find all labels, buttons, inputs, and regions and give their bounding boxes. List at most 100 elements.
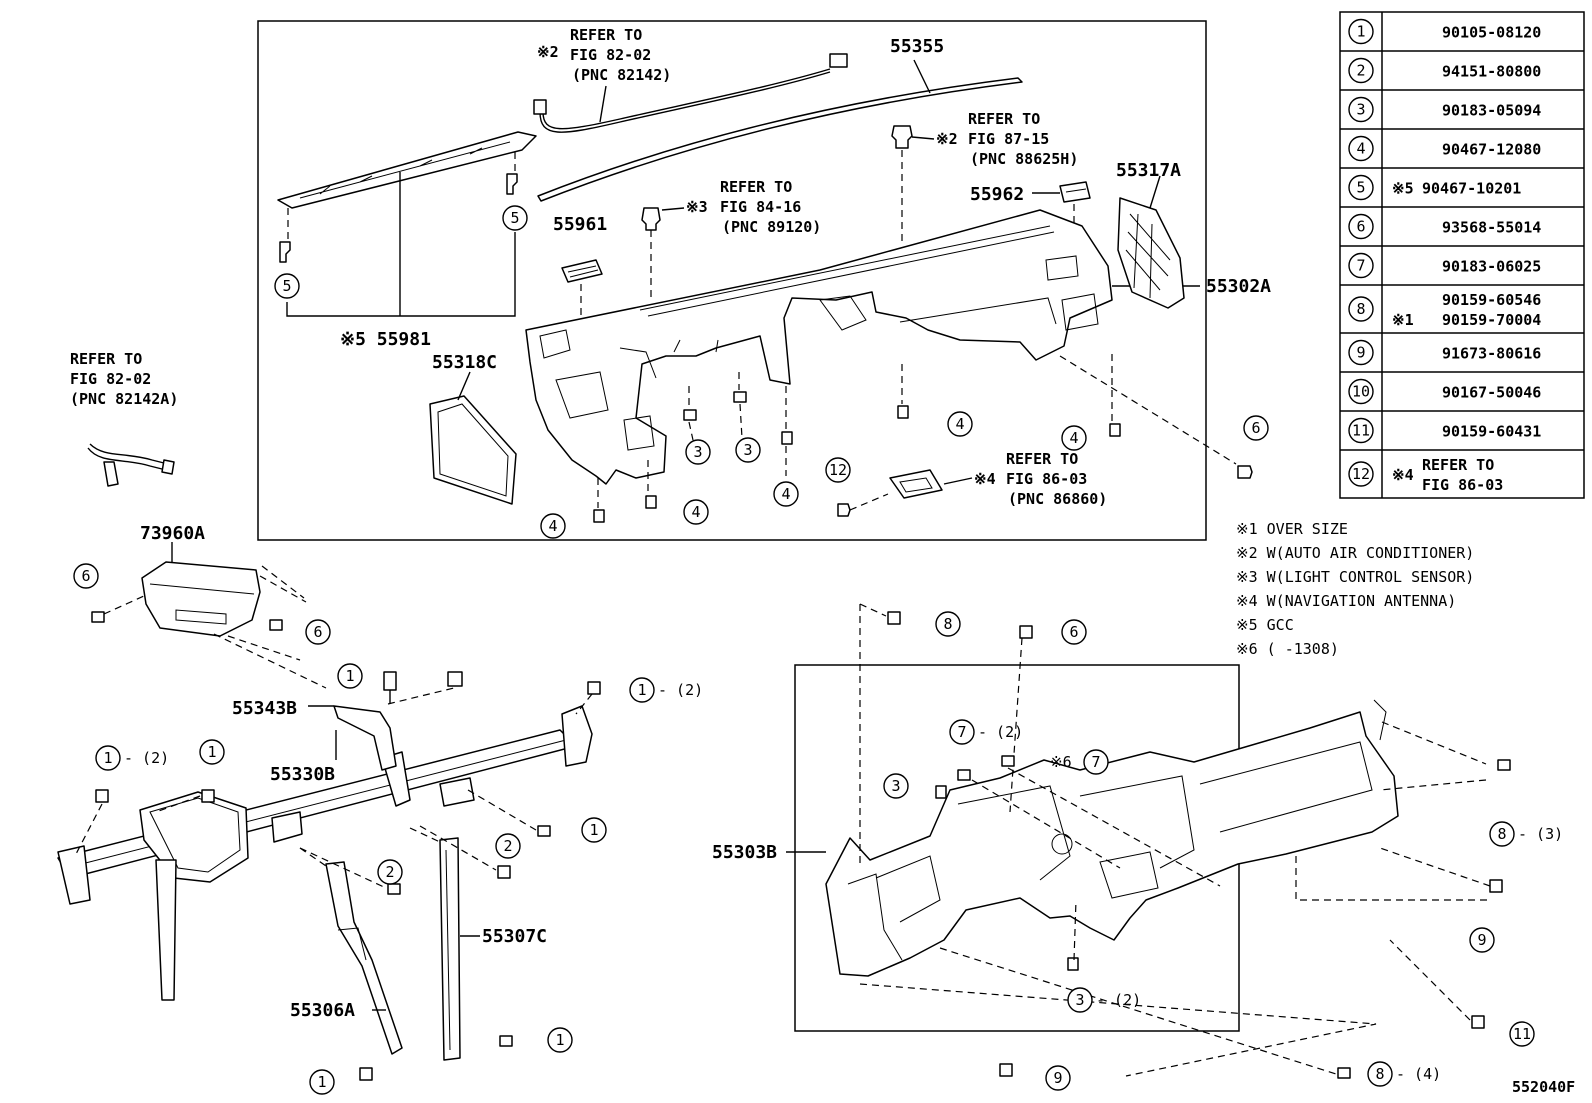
svg-text:(PNC 88625H): (PNC 88625H) bbox=[970, 150, 1078, 168]
callout-circle bbox=[337, 663, 363, 689]
table-callout-circle bbox=[1348, 417, 1374, 444]
pnc-55330B: 55330B bbox=[270, 764, 335, 785]
wire-harness-82142 bbox=[533, 53, 848, 133]
svg-text:(PNC 89120): (PNC 89120) bbox=[722, 218, 821, 236]
reference-86860: ※4 REFER TO FIG 86-03 (PNC 86860) bbox=[943, 450, 1107, 508]
svg-text:REFER TO: REFER TO bbox=[720, 178, 792, 196]
callout-circle bbox=[377, 859, 403, 885]
pnc-55303B: 55303B bbox=[712, 842, 777, 863]
callout-number: 3 bbox=[693, 443, 702, 461]
callout-1: 1 bbox=[337, 663, 363, 689]
wire-82142a bbox=[87, 443, 175, 487]
side-panel-55318C bbox=[429, 371, 517, 505]
table-callout-number: 6 bbox=[1356, 218, 1365, 236]
table-callout-circle bbox=[1348, 252, 1374, 279]
pnc-55343B: 55343B bbox=[232, 698, 297, 719]
upper-fastener-clips bbox=[593, 354, 1253, 523]
callout-6: 6 bbox=[1061, 619, 1087, 645]
callout-3: 3 bbox=[735, 437, 761, 463]
callout-7: 7- (2) bbox=[949, 719, 1023, 745]
callout-1: 1- (2) bbox=[629, 677, 703, 703]
callout-circle bbox=[685, 439, 711, 465]
table-part-number: 91673-80616 bbox=[1442, 345, 1541, 363]
pnc-55961: 55961 bbox=[553, 214, 607, 235]
parts-table-frame bbox=[1339, 11, 1585, 499]
table-callout-circle bbox=[1348, 339, 1374, 366]
callout-3: 3 bbox=[883, 773, 909, 799]
upper-panel-frame bbox=[257, 20, 1207, 541]
pnc-55307C: 55307C bbox=[482, 926, 547, 947]
table-callout-circle bbox=[1348, 18, 1374, 45]
svg-text:FIG 82-02: FIG 82-02 bbox=[570, 46, 651, 64]
callout-quantity: - (4) bbox=[1396, 1065, 1441, 1083]
table-callout-circle bbox=[1348, 213, 1374, 240]
callout-number: 12 bbox=[829, 461, 847, 479]
upper-panel-55302A bbox=[525, 209, 1200, 485]
callout-number: 2 bbox=[503, 837, 512, 855]
table-callout-number: 3 bbox=[1356, 101, 1365, 119]
callout-number: 6 bbox=[1069, 623, 1078, 641]
table-callout-circle bbox=[1348, 296, 1374, 322]
callout-circle bbox=[883, 773, 909, 799]
callout-number: 1 bbox=[637, 681, 646, 699]
callout-6: 6 bbox=[73, 563, 99, 589]
parts-table-row: 3 90183-05094 bbox=[1340, 89, 1584, 123]
callout-circle bbox=[1061, 619, 1087, 645]
reference-89120: ※3 REFER TO FIG 84-16 (PNC 89120) bbox=[661, 178, 821, 236]
callout-number: 6 bbox=[313, 623, 322, 641]
lower-right-fasteners bbox=[859, 603, 1511, 1079]
callout-circle bbox=[502, 205, 528, 231]
callout-2: 2 bbox=[377, 859, 403, 885]
callout-1: 1 bbox=[547, 1027, 573, 1053]
callout-circle bbox=[825, 457, 851, 483]
table-callout-number: 10 bbox=[1352, 383, 1370, 401]
pnc-73960A: 73960A bbox=[140, 523, 205, 544]
callout-4: 4 bbox=[773, 481, 799, 507]
pnc-55317A: 55317A bbox=[1116, 160, 1181, 181]
table-part-number: 90167-50046 bbox=[1442, 384, 1541, 402]
callout-circle bbox=[947, 411, 973, 437]
parts-table-row: 11 90159-60431 bbox=[1340, 410, 1584, 444]
reference-82142: ※2 REFER TO FIG 82-02 (PNC 82142) bbox=[537, 26, 671, 123]
callout-number: 9 bbox=[1053, 1069, 1062, 1087]
note-3: ※3 W(LIGHT CONTROL SENSOR) bbox=[1236, 568, 1474, 586]
table-callout-circle bbox=[1348, 378, 1374, 405]
airbag-73960A bbox=[91, 542, 327, 689]
callout-quantity: - (2) bbox=[1096, 991, 1141, 1009]
table-callout-number: 5 bbox=[1356, 179, 1365, 197]
svg-text:※2: ※2 bbox=[936, 130, 958, 148]
callout-9: 9 bbox=[1469, 927, 1495, 953]
svg-text:FIG 86-03: FIG 86-03 bbox=[1006, 470, 1087, 488]
note-2: ※2 W(AUTO AIR CONDITIONER) bbox=[1236, 544, 1474, 562]
table-part-number: 90183-05094 bbox=[1442, 102, 1541, 120]
callout-number: 1 bbox=[103, 749, 112, 767]
svg-text:FIG 87-15: FIG 87-15 bbox=[968, 130, 1049, 148]
pnc-55302A: 55302A bbox=[1206, 276, 1271, 297]
reference-82142a: REFER TO FIG 82-02 (PNC 82142A) bbox=[70, 350, 178, 408]
callout-number: 1 bbox=[555, 1031, 564, 1049]
callout-number: 4 bbox=[691, 503, 700, 521]
table-part-number: 90159-60431 bbox=[1442, 423, 1541, 441]
callout-circle bbox=[1509, 1021, 1535, 1047]
callout-number: 8 bbox=[1497, 825, 1506, 843]
callout-number: 7 bbox=[957, 723, 966, 741]
note-1: ※1 OVER SIZE bbox=[1236, 520, 1348, 538]
callout-11: 11 bbox=[1509, 1021, 1535, 1047]
table-callout-number: 11 bbox=[1352, 422, 1370, 440]
callout-circle bbox=[495, 833, 521, 859]
table-callout-number: 7 bbox=[1356, 257, 1365, 275]
callout-7: 7 bbox=[1083, 749, 1109, 775]
callout-4: 4 bbox=[683, 499, 709, 525]
callout-number: 5 bbox=[510, 209, 519, 227]
callout-circle bbox=[949, 719, 975, 745]
brace-55307C bbox=[409, 827, 480, 1061]
